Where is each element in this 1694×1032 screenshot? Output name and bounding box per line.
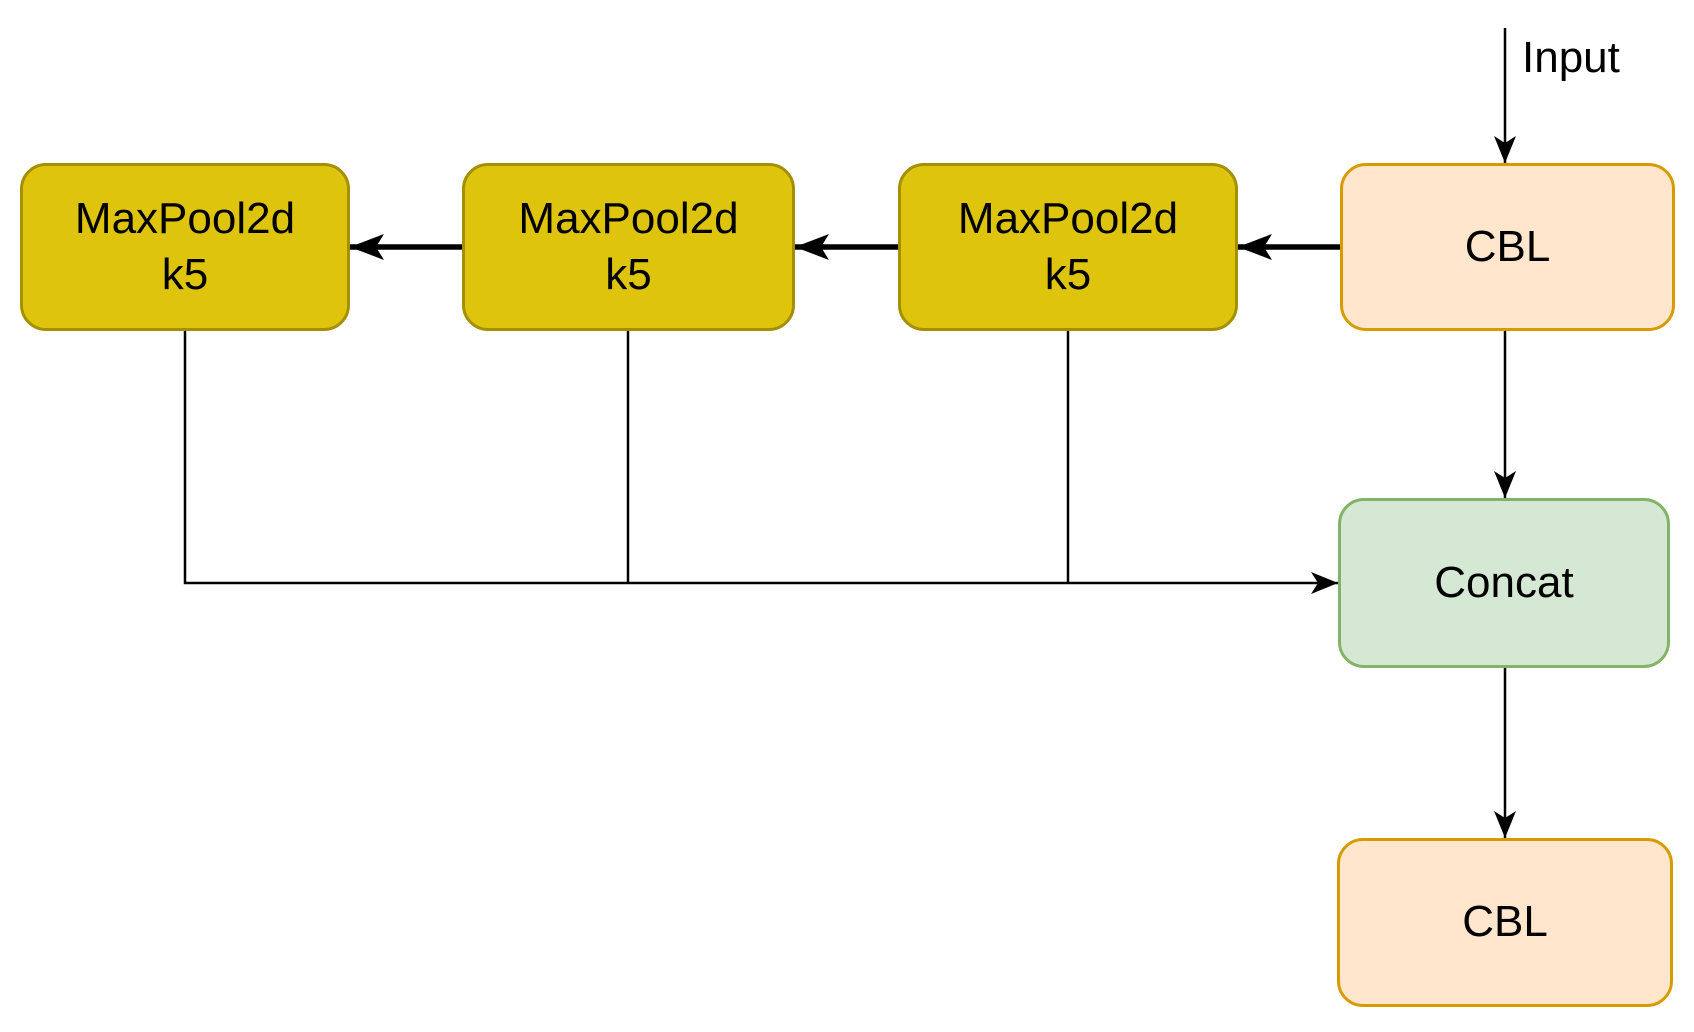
node-maxpool2d-2-line2: k5 <box>605 250 652 299</box>
node-cbl-top-label: CBL <box>1464 221 1551 271</box>
input-label: Input <box>1522 33 1620 82</box>
node-cbl-bottom: CBL <box>1337 838 1673 1007</box>
node-maxpool2d-3: MaxPool2d k5 <box>898 163 1238 331</box>
node-maxpool2d-3-line2: k5 <box>1044 250 1092 299</box>
edge-maxpool1-to-concat <box>183 331 1338 594</box>
node-maxpool2d-3-line1: MaxPool2d <box>957 193 1179 243</box>
node-maxpool2d-2-line1: MaxPool2d <box>518 193 739 243</box>
node-maxpool2d-1-line1: MaxPool2d <box>74 193 296 243</box>
node-maxpool2d-2: MaxPool2d k5 <box>462 163 795 331</box>
node-cbl-bottom-label: CBL <box>1462 897 1548 947</box>
node-concat-label: Concat <box>1434 557 1574 607</box>
node-cbl-top: CBL <box>1340 163 1675 331</box>
node-maxpool2d-1: MaxPool2d k5 <box>20 163 350 331</box>
node-maxpool2d-1-line2: k5 <box>161 250 209 299</box>
node-concat: Concat <box>1338 498 1670 668</box>
